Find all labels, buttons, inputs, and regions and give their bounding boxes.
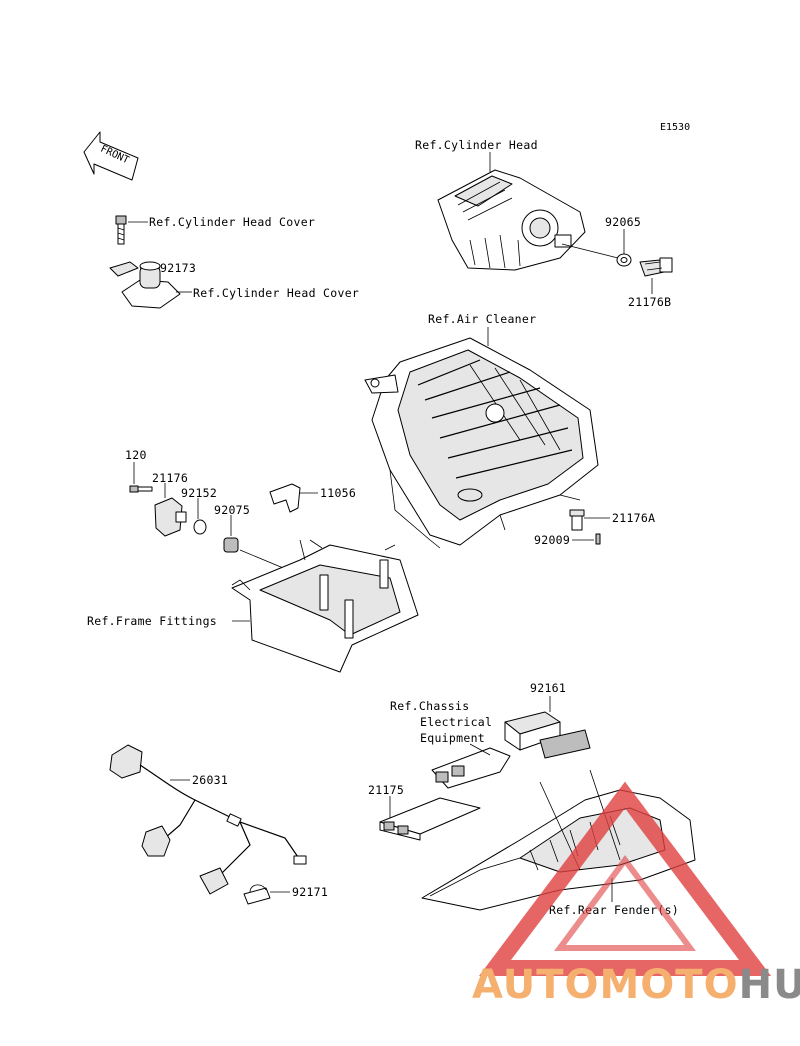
bracket-11056 xyxy=(269,483,301,513)
ecu-21175 xyxy=(379,797,481,841)
chassis-connector xyxy=(431,747,511,789)
label-120: 120 xyxy=(125,448,147,462)
connector-92161 xyxy=(504,711,591,759)
bolt-part xyxy=(115,215,127,245)
air-cleaner-drawing xyxy=(364,337,599,549)
clamp-92173 xyxy=(109,261,139,277)
sensor-21176B xyxy=(639,257,673,277)
label-ref-cylinder-head: Ref.Cylinder Head xyxy=(415,138,538,152)
label-ref-chassis-line1: Ref.Chassis xyxy=(390,699,469,713)
label-11056: 11056 xyxy=(320,486,356,500)
label-ref-rear-fender: Ref.Rear Fender(s) xyxy=(549,903,679,917)
label-92152: 92152 xyxy=(181,486,217,500)
label-ref-cylinder-head-cover-2: Ref.Cylinder Head Cover xyxy=(193,286,359,300)
cylinder-head-drawing xyxy=(437,169,586,271)
label-92161: 92161 xyxy=(530,681,566,695)
bolt-120 xyxy=(129,485,153,493)
cover-fitting xyxy=(121,261,181,309)
seal-92152 xyxy=(193,519,207,535)
label-92009: 92009 xyxy=(534,533,570,547)
screw-92009 xyxy=(595,533,601,545)
front-arrow-icon: FRONT xyxy=(83,131,139,181)
wiring-harness-26031 xyxy=(109,744,307,895)
label-ref-chassis-line2: Electrical xyxy=(420,715,492,729)
watermark-text-part2: HUB xyxy=(739,962,800,1008)
label-21175: 21175 xyxy=(368,783,404,797)
label-26031: 26031 xyxy=(192,773,228,787)
label-ref-air-cleaner: Ref.Air Cleaner xyxy=(428,312,536,326)
label-92171: 92171 xyxy=(292,885,328,899)
grommet-92075 xyxy=(223,537,239,553)
label-21176A: 21176A xyxy=(612,511,655,525)
label-21176: 21176 xyxy=(152,471,188,485)
washer-92065 xyxy=(616,253,632,267)
label-92065: 92065 xyxy=(605,215,641,229)
diagram-code: E1530 xyxy=(660,122,690,133)
clamp-92171 xyxy=(243,884,271,905)
sensor-21176A xyxy=(569,509,585,531)
frame-fitting-tray xyxy=(231,539,419,673)
label-ref-frame-fittings: Ref.Frame Fittings xyxy=(87,614,217,628)
svg-text:AUTOMOTOHUB: AUTOMOTOHUB xyxy=(472,962,800,1008)
sensor-21176 xyxy=(154,497,187,537)
watermark-logo: AUTOMOTOHUB xyxy=(472,781,800,1008)
label-21176B: 21176B xyxy=(628,295,671,309)
label-ref-cylinder-head-cover-1: Ref.Cylinder Head Cover xyxy=(149,215,315,229)
label-92075: 92075 xyxy=(214,503,250,517)
label-ref-chassis-line3: Equipment xyxy=(420,731,485,745)
watermark-text-part1: AUTOMOTO xyxy=(472,962,739,1008)
label-92173: 92173 xyxy=(160,261,196,275)
